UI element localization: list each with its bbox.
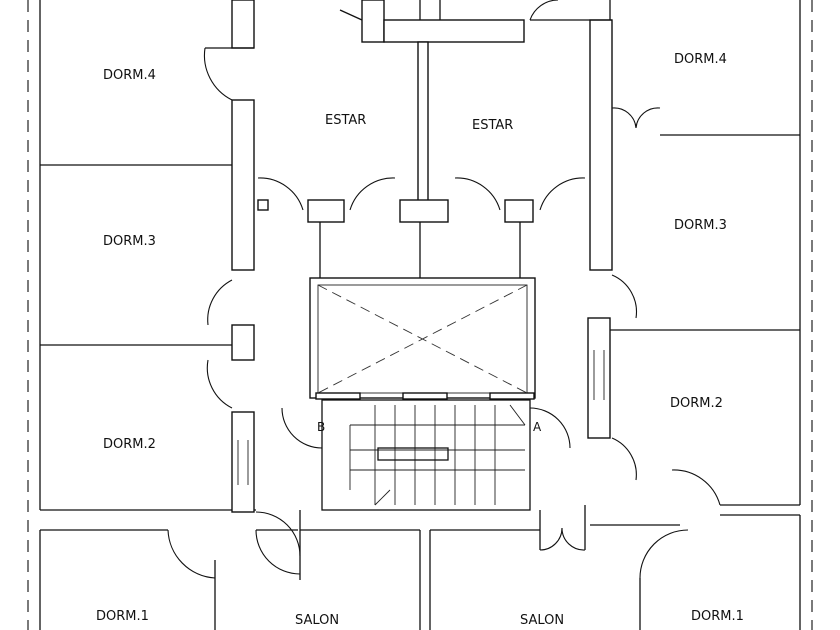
label-salon-right: SALON — [520, 613, 564, 628]
marker-b: B — [317, 420, 325, 434]
elevator-shaft — [309, 277, 536, 400]
marker-a: A — [533, 420, 542, 434]
room-dorm4-left — [39, 0, 255, 271]
label-salon-left: SALON — [295, 613, 339, 628]
label-dorm4-right: DORM.4 — [674, 52, 727, 67]
room-dorm2-right — [587, 317, 801, 506]
label-dorm3-left: DORM.3 — [103, 234, 156, 249]
label-estar-right: ESTAR — [472, 118, 513, 133]
label-dorm1-right: DORM.1 — [691, 609, 744, 624]
room-dorm3-right — [610, 135, 801, 331]
room-dorm4-right — [530, 0, 801, 271]
label-dorm2-right: DORM.2 — [670, 396, 723, 411]
label-dorm1-left: DORM.1 — [96, 609, 149, 624]
door-swings — [167, 0, 721, 579]
label-estar-left: ESTAR — [325, 113, 366, 128]
room-dorm1-left — [39, 529, 216, 630]
staircase — [321, 399, 531, 511]
room-dorm3-left — [39, 165, 255, 361]
label-dorm2-left: DORM.2 — [103, 437, 156, 452]
center-walls — [257, 0, 534, 280]
label-dorm4-left: DORM.4 — [103, 68, 156, 83]
lower-walls — [256, 505, 586, 630]
label-dorm3-right: DORM.3 — [674, 218, 727, 233]
room-dorm2-left — [39, 345, 256, 513]
room-dorm1-right — [590, 514, 801, 630]
